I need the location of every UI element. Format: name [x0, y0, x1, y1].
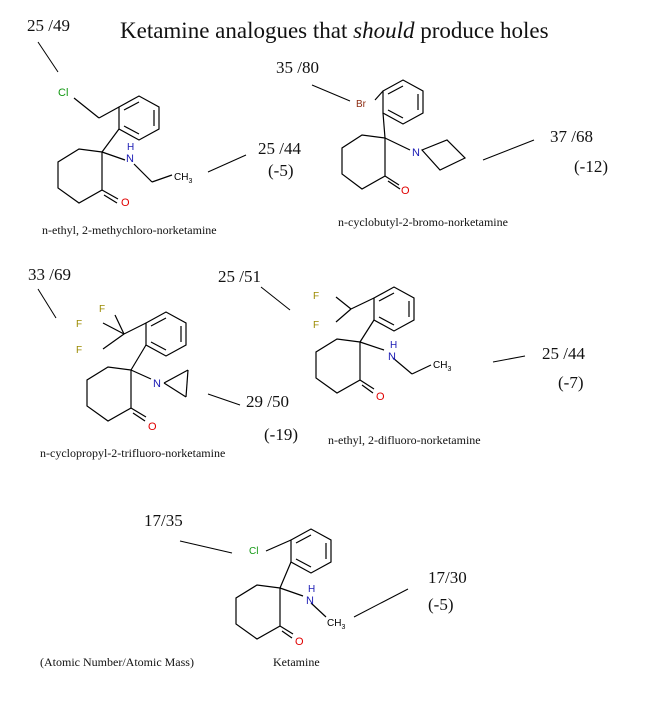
- molecule-2-callout-halogen: 35 /80: [276, 58, 319, 77]
- molecule-5-callout-halogen: 17/35: [144, 511, 183, 530]
- molecule-5-atom-alkyl: CH3: [327, 618, 345, 631]
- molecule-1-callout-halogen: 25 /49: [27, 16, 70, 35]
- molecule-3-bonds: [86, 311, 189, 422]
- molecule-3-leader-halogen: [37, 288, 57, 319]
- molecule-2-callout-amine: 37 /68: [550, 127, 593, 146]
- molecule-4-callout-amine: 25 /44: [542, 344, 585, 363]
- molecule-5-leader-halogen: [179, 540, 233, 554]
- molecule-5-bonds: [235, 528, 332, 640]
- legend-note: (Atomic Number/Atomic Mass): [40, 655, 194, 669]
- molecule-1-leader-halogen: [37, 41, 59, 73]
- molecule-1-name: n-ethyl, 2-methychloro-norketamine: [42, 223, 217, 237]
- molecule-2-atom-halogen: Br: [356, 99, 367, 110]
- molecule-4-atom-alkyl: CH3: [433, 360, 451, 373]
- molecule-2-atom-amine-n: N: [412, 147, 420, 159]
- molecule-4: F F H N CH3 O n-ethyl, 2-difluoro-norket…: [218, 267, 585, 447]
- molecule-2-name: n-cyclobutyl-2-bromo-norketamine: [338, 215, 508, 229]
- molecule-2-leader-halogen: [311, 84, 351, 102]
- molecule-2-callout-delta: (-12): [574, 157, 608, 176]
- molecule-5-name: Ketamine: [273, 655, 320, 669]
- molecule-3-callout-delta: (-19): [264, 425, 298, 444]
- molecule-3-atom-amine-n: N: [153, 378, 161, 390]
- molecule-4-atom-amine-n: N: [388, 351, 396, 363]
- molecule-3-name: n-cyclopropyl-2-trifluoro-norketamine: [40, 446, 225, 460]
- diagram-title: Ketamine analogues that should produce h…: [120, 18, 549, 43]
- molecule-4-callout-delta: (-7): [558, 373, 583, 392]
- molecule-5-atom-oxygen: O: [295, 636, 304, 648]
- molecule-3-atom-f2: F: [76, 319, 82, 330]
- molecule-2-bonds: [341, 79, 467, 190]
- molecule-5-atom-halogen: Cl: [249, 546, 258, 557]
- molecule-3-atom-f1: F: [99, 304, 105, 315]
- molecule-1-callout-amine: 25 /44: [258, 139, 301, 158]
- molecule-1-atom-halogen: Cl: [58, 87, 68, 99]
- molecule-3-atom-oxygen: O: [148, 421, 157, 433]
- molecule-1-callout-delta: (-5): [268, 161, 293, 180]
- molecule-1-leader-amine: [207, 154, 247, 173]
- molecule-4-atom-f1: F: [313, 291, 319, 302]
- molecule-4-leader-amine: [492, 355, 526, 363]
- molecule-1-atom-alkyl: CH3: [174, 172, 192, 185]
- molecule-2-atom-oxygen: O: [401, 185, 410, 197]
- molecule-3-callout-halogen: 33 /69: [28, 265, 71, 284]
- molecule-1: Cl H N CH3 O n-ethyl, 2-methychloro-nork…: [27, 16, 301, 237]
- molecule-4-callout-halogen: 25 /51: [218, 267, 261, 286]
- molecule-4-leader-halogen: [260, 286, 291, 311]
- molecule-4-atom-f2: F: [313, 320, 319, 331]
- molecule-3-callout-amine: 29 /50: [246, 392, 289, 411]
- molecule-2: Br N O n-cyclobutyl-2-bromo-norketamine …: [276, 58, 608, 229]
- molecule-1-atom-oxygen: O: [121, 197, 130, 209]
- molecule-1-atom-amine-h: H: [127, 142, 134, 153]
- molecule-5-atom-amine-n: N: [306, 595, 314, 607]
- molecule-1-atom-amine-n: N: [126, 153, 134, 165]
- molecule-1-bonds: [57, 95, 173, 204]
- molecule-3: F F F N O n-cyclopropyl-2-trifluoro-nork…: [28, 265, 298, 460]
- molecule-4-atom-oxygen: O: [376, 391, 385, 403]
- molecule-2-leader-amine: [482, 139, 535, 161]
- molecule-5-leader-amine: [353, 588, 409, 618]
- molecule-5-atom-amine-h: H: [308, 584, 315, 595]
- molecule-5-callout-amine: 17/30: [428, 568, 467, 587]
- molecule-4-name: n-ethyl, 2-difluoro-norketamine: [328, 433, 481, 447]
- molecule-5: Cl H N CH3 O Ketamine 17/35 17/30 (-5): [144, 511, 467, 669]
- molecule-3-leader-amine: [207, 393, 241, 406]
- molecule-4-bonds: [315, 286, 432, 394]
- molecule-3-atom-f3: F: [76, 345, 82, 356]
- molecule-5-callout-delta: (-5): [428, 595, 453, 614]
- molecule-4-atom-amine-h: H: [390, 340, 397, 351]
